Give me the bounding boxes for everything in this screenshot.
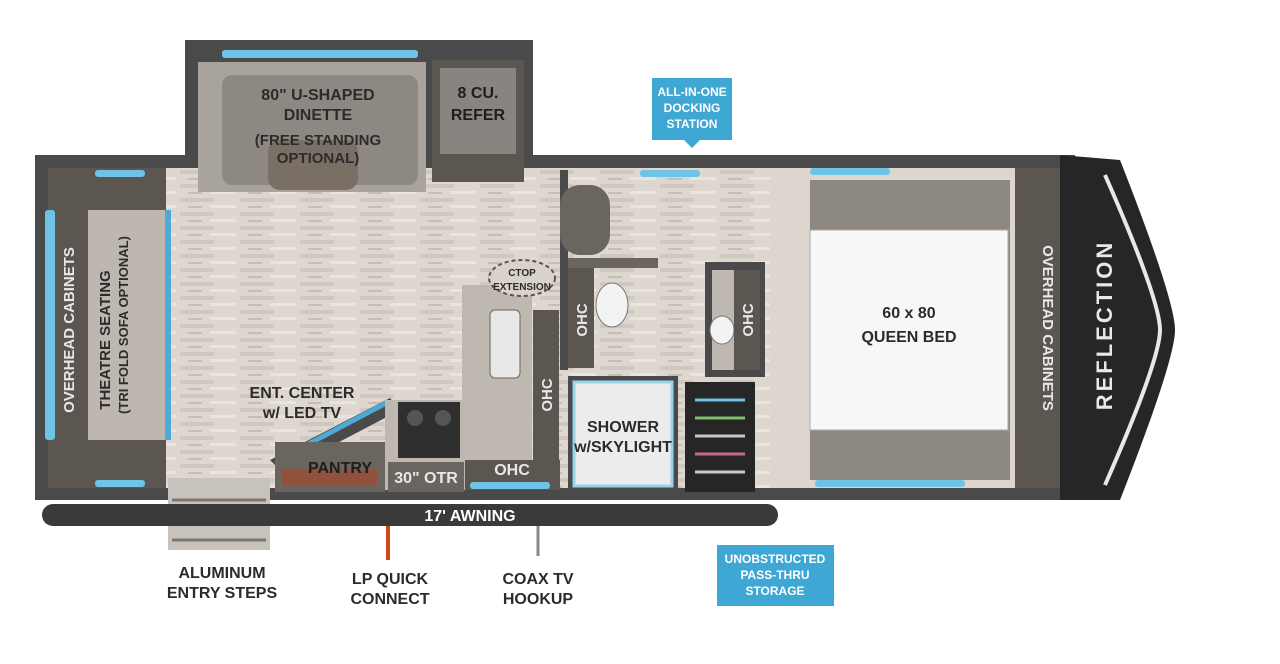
ohc-label: OHC	[740, 303, 757, 337]
kitchen-sink	[489, 309, 521, 379]
bath-wall	[560, 170, 568, 370]
entry-steps-label: ENTRY STEPS	[167, 585, 278, 602]
dinette-seat-cushion	[268, 140, 358, 190]
burner	[435, 410, 451, 426]
bath-ohc-2	[734, 270, 760, 370]
bath-door	[560, 185, 610, 255]
storage-label: STORAGE	[745, 584, 804, 598]
ohc-kitchen-vertical	[533, 310, 559, 460]
ctop-extension-label: EXTENSION	[493, 282, 551, 293]
toilet	[595, 282, 629, 328]
shower-label: w/SKYLIGHT	[573, 439, 672, 456]
bath-sink	[709, 315, 735, 345]
front-cabinets	[1015, 168, 1060, 488]
dinette-note: OPTIONAL)	[277, 150, 360, 167]
bed-label: QUEEN BED	[861, 329, 956, 346]
dinette-label: DINETTE	[284, 107, 353, 124]
docking-station-label: DOCKING	[664, 101, 721, 115]
refer-label: REFER	[451, 107, 506, 124]
storage-label: UNOBSTRUCTED	[725, 552, 826, 566]
ctop-extension	[488, 259, 556, 297]
theatre-seating-edge	[165, 210, 171, 440]
queen-bed	[809, 229, 1009, 431]
pantry-label: PANTRY	[308, 460, 372, 477]
ent-center-label: w/ LED TV	[262, 405, 342, 422]
refer-label: 8 CU.	[458, 85, 499, 102]
awning	[42, 504, 778, 526]
overhead-cabinets-left: OVERHEAD CABINETS	[61, 247, 78, 413]
bath-divider	[568, 258, 658, 268]
rear-window	[45, 210, 55, 440]
coax-tv-label: COAX TV	[502, 571, 573, 588]
front-cap-stripe	[1103, 174, 1163, 486]
shower-pan	[572, 380, 674, 488]
theatre-seating	[88, 210, 168, 440]
otr-label: 30" OTR	[394, 470, 458, 487]
front-cap	[1060, 155, 1175, 500]
storage-callout	[717, 545, 834, 606]
window-kitchen	[470, 482, 550, 489]
coax-tv-label: HOOKUP	[503, 591, 574, 608]
overhead-cabinets-right: OVERHEAD CABINETS	[1039, 245, 1056, 411]
refrigerator-face	[440, 68, 516, 154]
window-bottom-bed	[815, 480, 965, 487]
docking-station-callout	[652, 78, 732, 148]
ohc-label: OHC	[574, 303, 591, 337]
shower-label: SHOWER	[587, 419, 659, 436]
cooktop	[398, 402, 460, 458]
pantry-items	[282, 470, 377, 486]
docking-station-label: ALL-IN-ONE	[657, 85, 726, 99]
otr-microwave	[388, 462, 464, 492]
ctop-extension-label: CTOP	[508, 268, 536, 279]
docking-station-label: STATION	[667, 117, 718, 131]
storage-label: PASS-THRU	[740, 568, 809, 582]
slide-out-window	[222, 50, 418, 58]
bath-ohc-1	[568, 268, 594, 368]
dinette-note: (FREE STANDING	[255, 132, 381, 149]
lp-quick-connect-label: LP QUICK	[352, 571, 429, 588]
brand-logo: REFLECTION	[1092, 240, 1117, 411]
window-top-rear	[95, 170, 145, 177]
lp-quick-connect-label: CONNECT	[350, 591, 429, 608]
dinette-label: 80" U-SHAPED	[261, 87, 374, 104]
window-top-bed	[810, 168, 890, 175]
window-bottom-rear	[95, 480, 145, 487]
awning-label: 17' AWNING	[424, 508, 515, 525]
ohc-label: OHC	[539, 378, 556, 412]
bed-label: 60 x 80	[882, 305, 935, 322]
wardrobe-hangers	[695, 398, 745, 474]
window-top-mid	[640, 170, 700, 177]
burner	[407, 410, 423, 426]
theatre-seating-label: THEATRE SEATING	[97, 270, 114, 409]
ohc-bottom-label: OHC	[494, 462, 530, 479]
ent-center-label: ENT. CENTER	[250, 385, 355, 402]
entry-steps-label: ALUMINUM	[178, 565, 265, 582]
theatre-seating-note: (TRI FOLD SOFA OPTIONAL)	[116, 236, 131, 414]
